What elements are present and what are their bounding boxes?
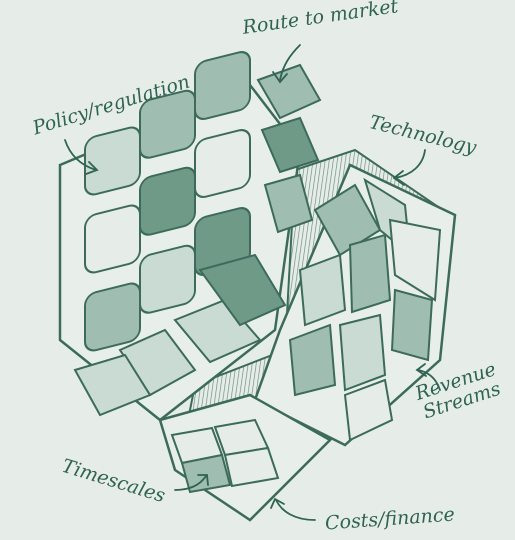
sticker	[182, 455, 230, 492]
sticker	[392, 290, 432, 360]
sticker	[350, 235, 390, 312]
sticker	[225, 448, 278, 486]
